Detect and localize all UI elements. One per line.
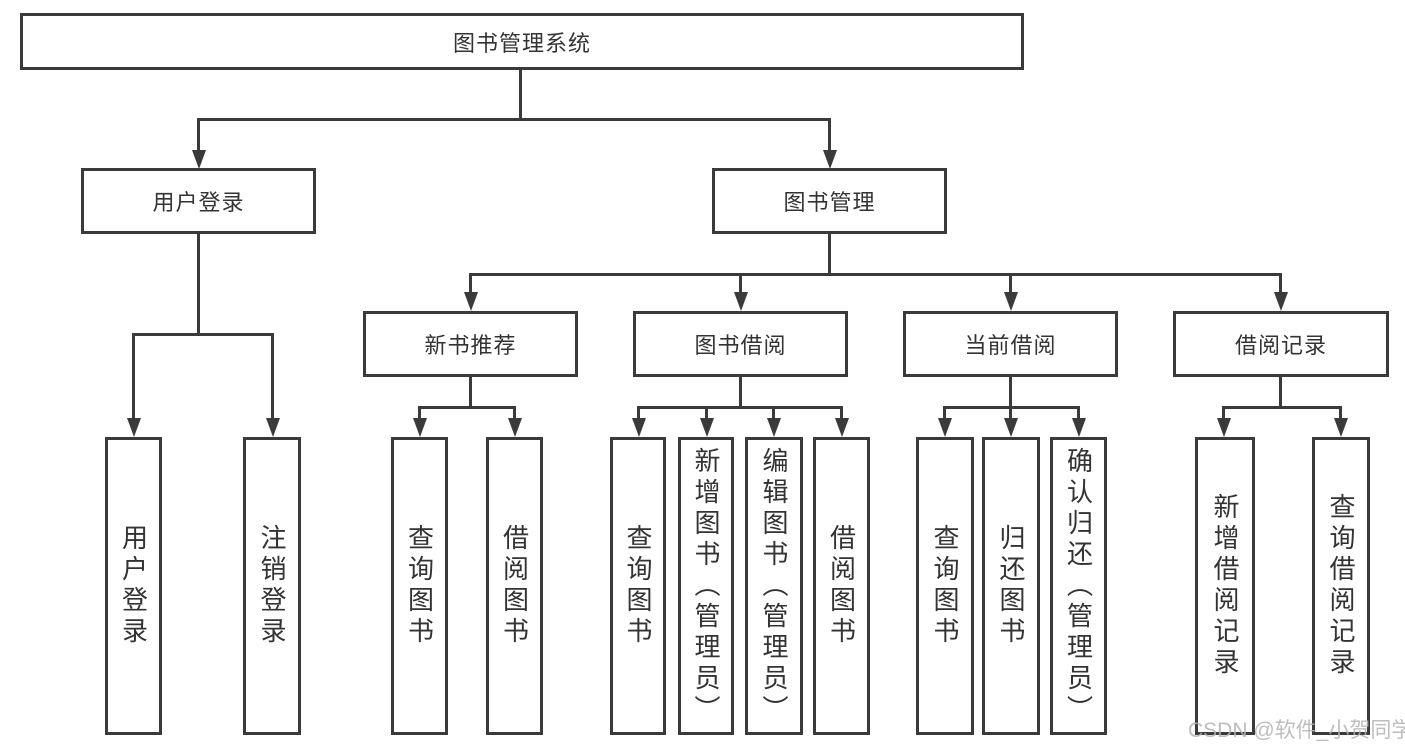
csdn-watermark: CSDN @软件_小贺同学 <box>1188 719 1405 742</box>
leaf-borrow-book-2: 借阅图书 <box>813 437 870 735</box>
leaf-edit-book-admin: 编辑图书（管理员） <box>745 437 803 735</box>
connector <box>637 406 843 409</box>
leaf-query-book-1: 查询图书 <box>391 437 448 735</box>
arrow-down-icon <box>700 418 714 437</box>
arrow-down-icon <box>127 418 141 437</box>
connector <box>1222 406 1225 420</box>
connector <box>418 406 421 420</box>
connector <box>739 273 742 294</box>
arrow-down-icon <box>1072 418 1086 437</box>
arrow-down-icon <box>1004 418 1018 437</box>
node-current-borrow: 当前借阅 <box>903 311 1118 377</box>
arrow-down-icon <box>1004 292 1018 311</box>
node-new-book-recommend: 新书推荐 <box>363 311 578 377</box>
node-book-borrow: 图书借阅 <box>633 311 848 377</box>
leaf-borrow-book-1: 借阅图书 <box>486 437 543 735</box>
arrow-down-icon <box>823 150 837 169</box>
leaf-user-login: 用户登录 <box>105 437 162 735</box>
connector <box>637 406 640 420</box>
connector <box>739 377 742 406</box>
connector <box>1077 406 1080 420</box>
arrow-down-icon <box>508 418 522 437</box>
leaf-logout: 注销登录 <box>243 437 301 735</box>
connector <box>197 118 200 151</box>
arrow-down-icon <box>1217 418 1231 437</box>
connector <box>1279 377 1282 406</box>
arrow-down-icon <box>734 292 748 311</box>
leaf-add-book-admin: 新增图书（管理员） <box>678 437 734 735</box>
leaf-confirm-return-admin: 确认归还（管理员） <box>1050 437 1107 735</box>
node-user-login: 用户登录 <box>81 168 316 234</box>
connector <box>943 406 946 420</box>
connector <box>1279 273 1282 294</box>
connector <box>828 234 831 273</box>
connector <box>519 70 522 118</box>
connector <box>1009 273 1012 294</box>
connector <box>772 406 775 420</box>
arrow-down-icon <box>266 418 280 437</box>
connector <box>840 406 843 420</box>
arrow-down-icon <box>1334 418 1348 437</box>
leaf-query-borrow-record: 查询借阅记录 <box>1312 437 1370 735</box>
arrow-down-icon <box>464 292 478 311</box>
arrow-down-icon <box>1274 292 1288 311</box>
connector <box>132 333 135 420</box>
leaf-return-book: 归还图书 <box>982 437 1040 735</box>
connector <box>197 234 200 333</box>
connector <box>705 406 708 420</box>
connector <box>271 333 274 420</box>
connector <box>469 273 1282 276</box>
leaf-query-book-3: 查询图书 <box>916 437 974 735</box>
node-library-system: 图书管理系统 <box>20 13 1024 70</box>
node-borrow-record: 借阅记录 <box>1173 311 1389 377</box>
connector <box>828 118 831 151</box>
connector <box>1222 406 1342 409</box>
connector <box>132 333 274 336</box>
arrow-down-icon <box>192 150 206 169</box>
leaf-query-book-2: 查询图书 <box>610 437 666 735</box>
connector <box>1009 377 1012 406</box>
arrow-down-icon <box>413 418 427 437</box>
connector <box>1339 406 1342 420</box>
arrow-down-icon <box>632 418 646 437</box>
connector <box>469 377 472 406</box>
arrow-down-icon <box>767 418 781 437</box>
leaf-add-borrow-record: 新增借阅记录 <box>1195 437 1255 735</box>
connector <box>469 273 472 294</box>
connector <box>197 118 831 121</box>
arrow-down-icon <box>938 418 952 437</box>
arrow-down-icon <box>835 418 849 437</box>
connector <box>418 406 516 409</box>
connector <box>513 406 516 420</box>
connector <box>1009 406 1012 420</box>
node-book-management: 图书管理 <box>712 168 947 234</box>
